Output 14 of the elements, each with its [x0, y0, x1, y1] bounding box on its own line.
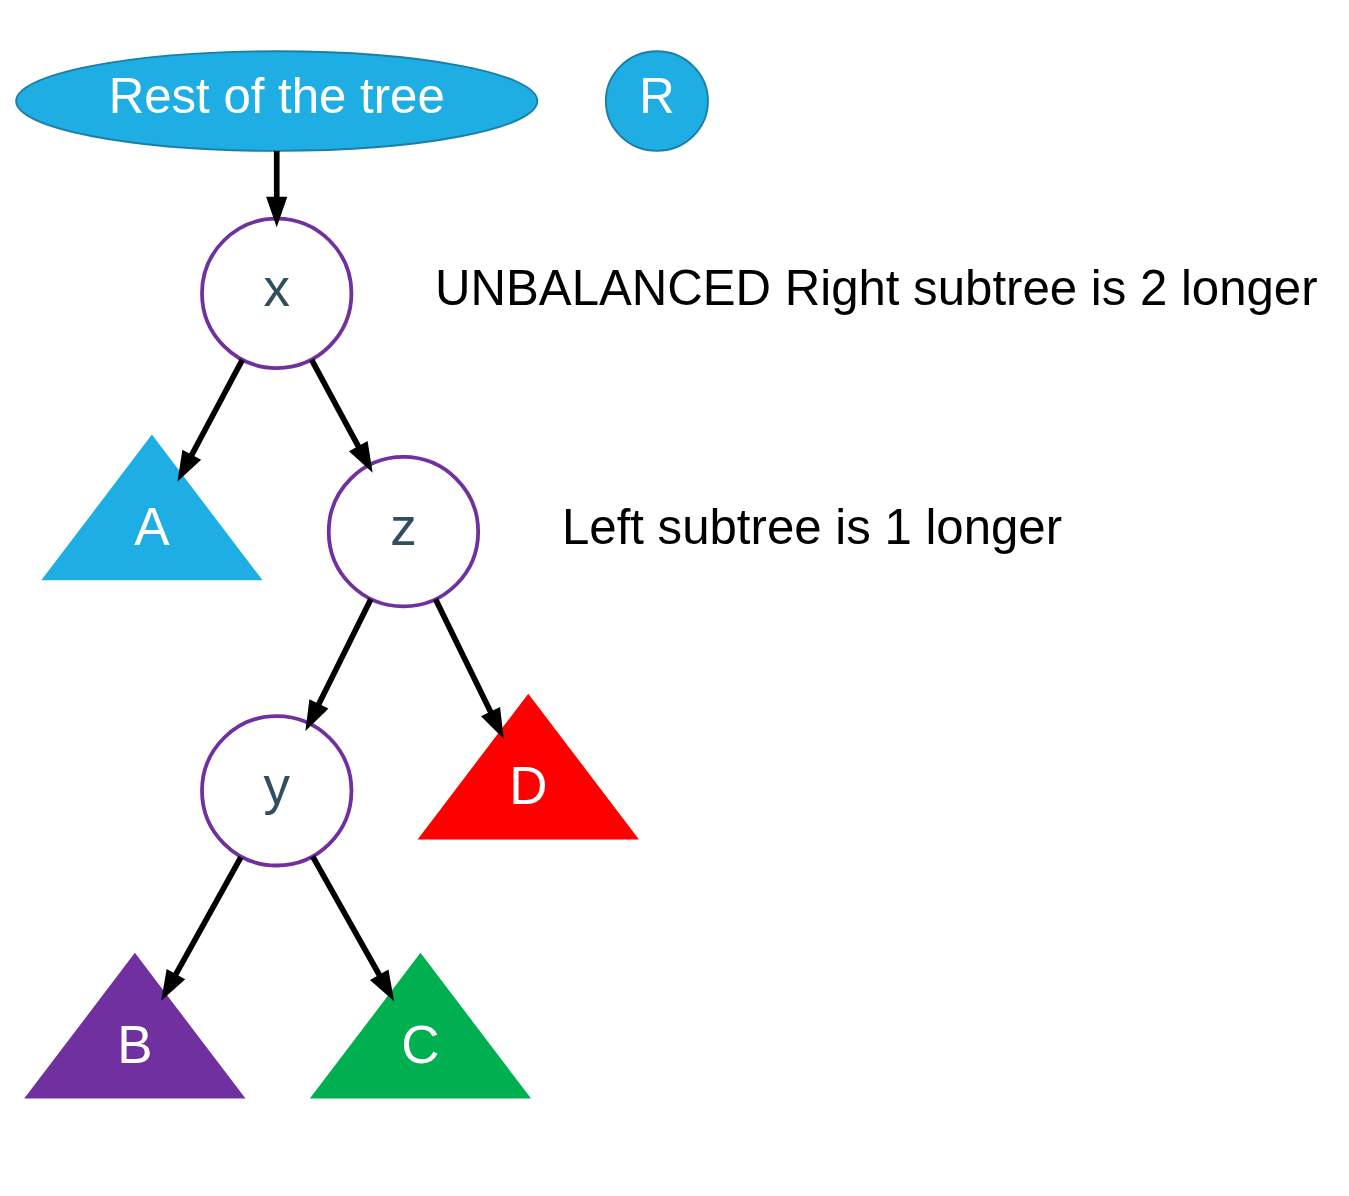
node-ellipse: Rest of the tree [15, 49, 539, 152]
arrow [433, 597, 504, 739]
arrow [309, 358, 373, 473]
arrow [310, 854, 395, 1001]
arrow [305, 597, 374, 731]
node-circle: x [200, 216, 354, 370]
node-circle: z [326, 454, 481, 608]
node-circle: R [604, 49, 709, 152]
arrow [161, 855, 244, 1001]
label: Left subtree is 1 longer [561, 498, 1063, 554]
label: UNBALANCED Right subtree is 2 longer [435, 259, 1318, 315]
arrow [266, 150, 288, 227]
arrow [177, 358, 245, 482]
node-circle: y [200, 713, 354, 867]
